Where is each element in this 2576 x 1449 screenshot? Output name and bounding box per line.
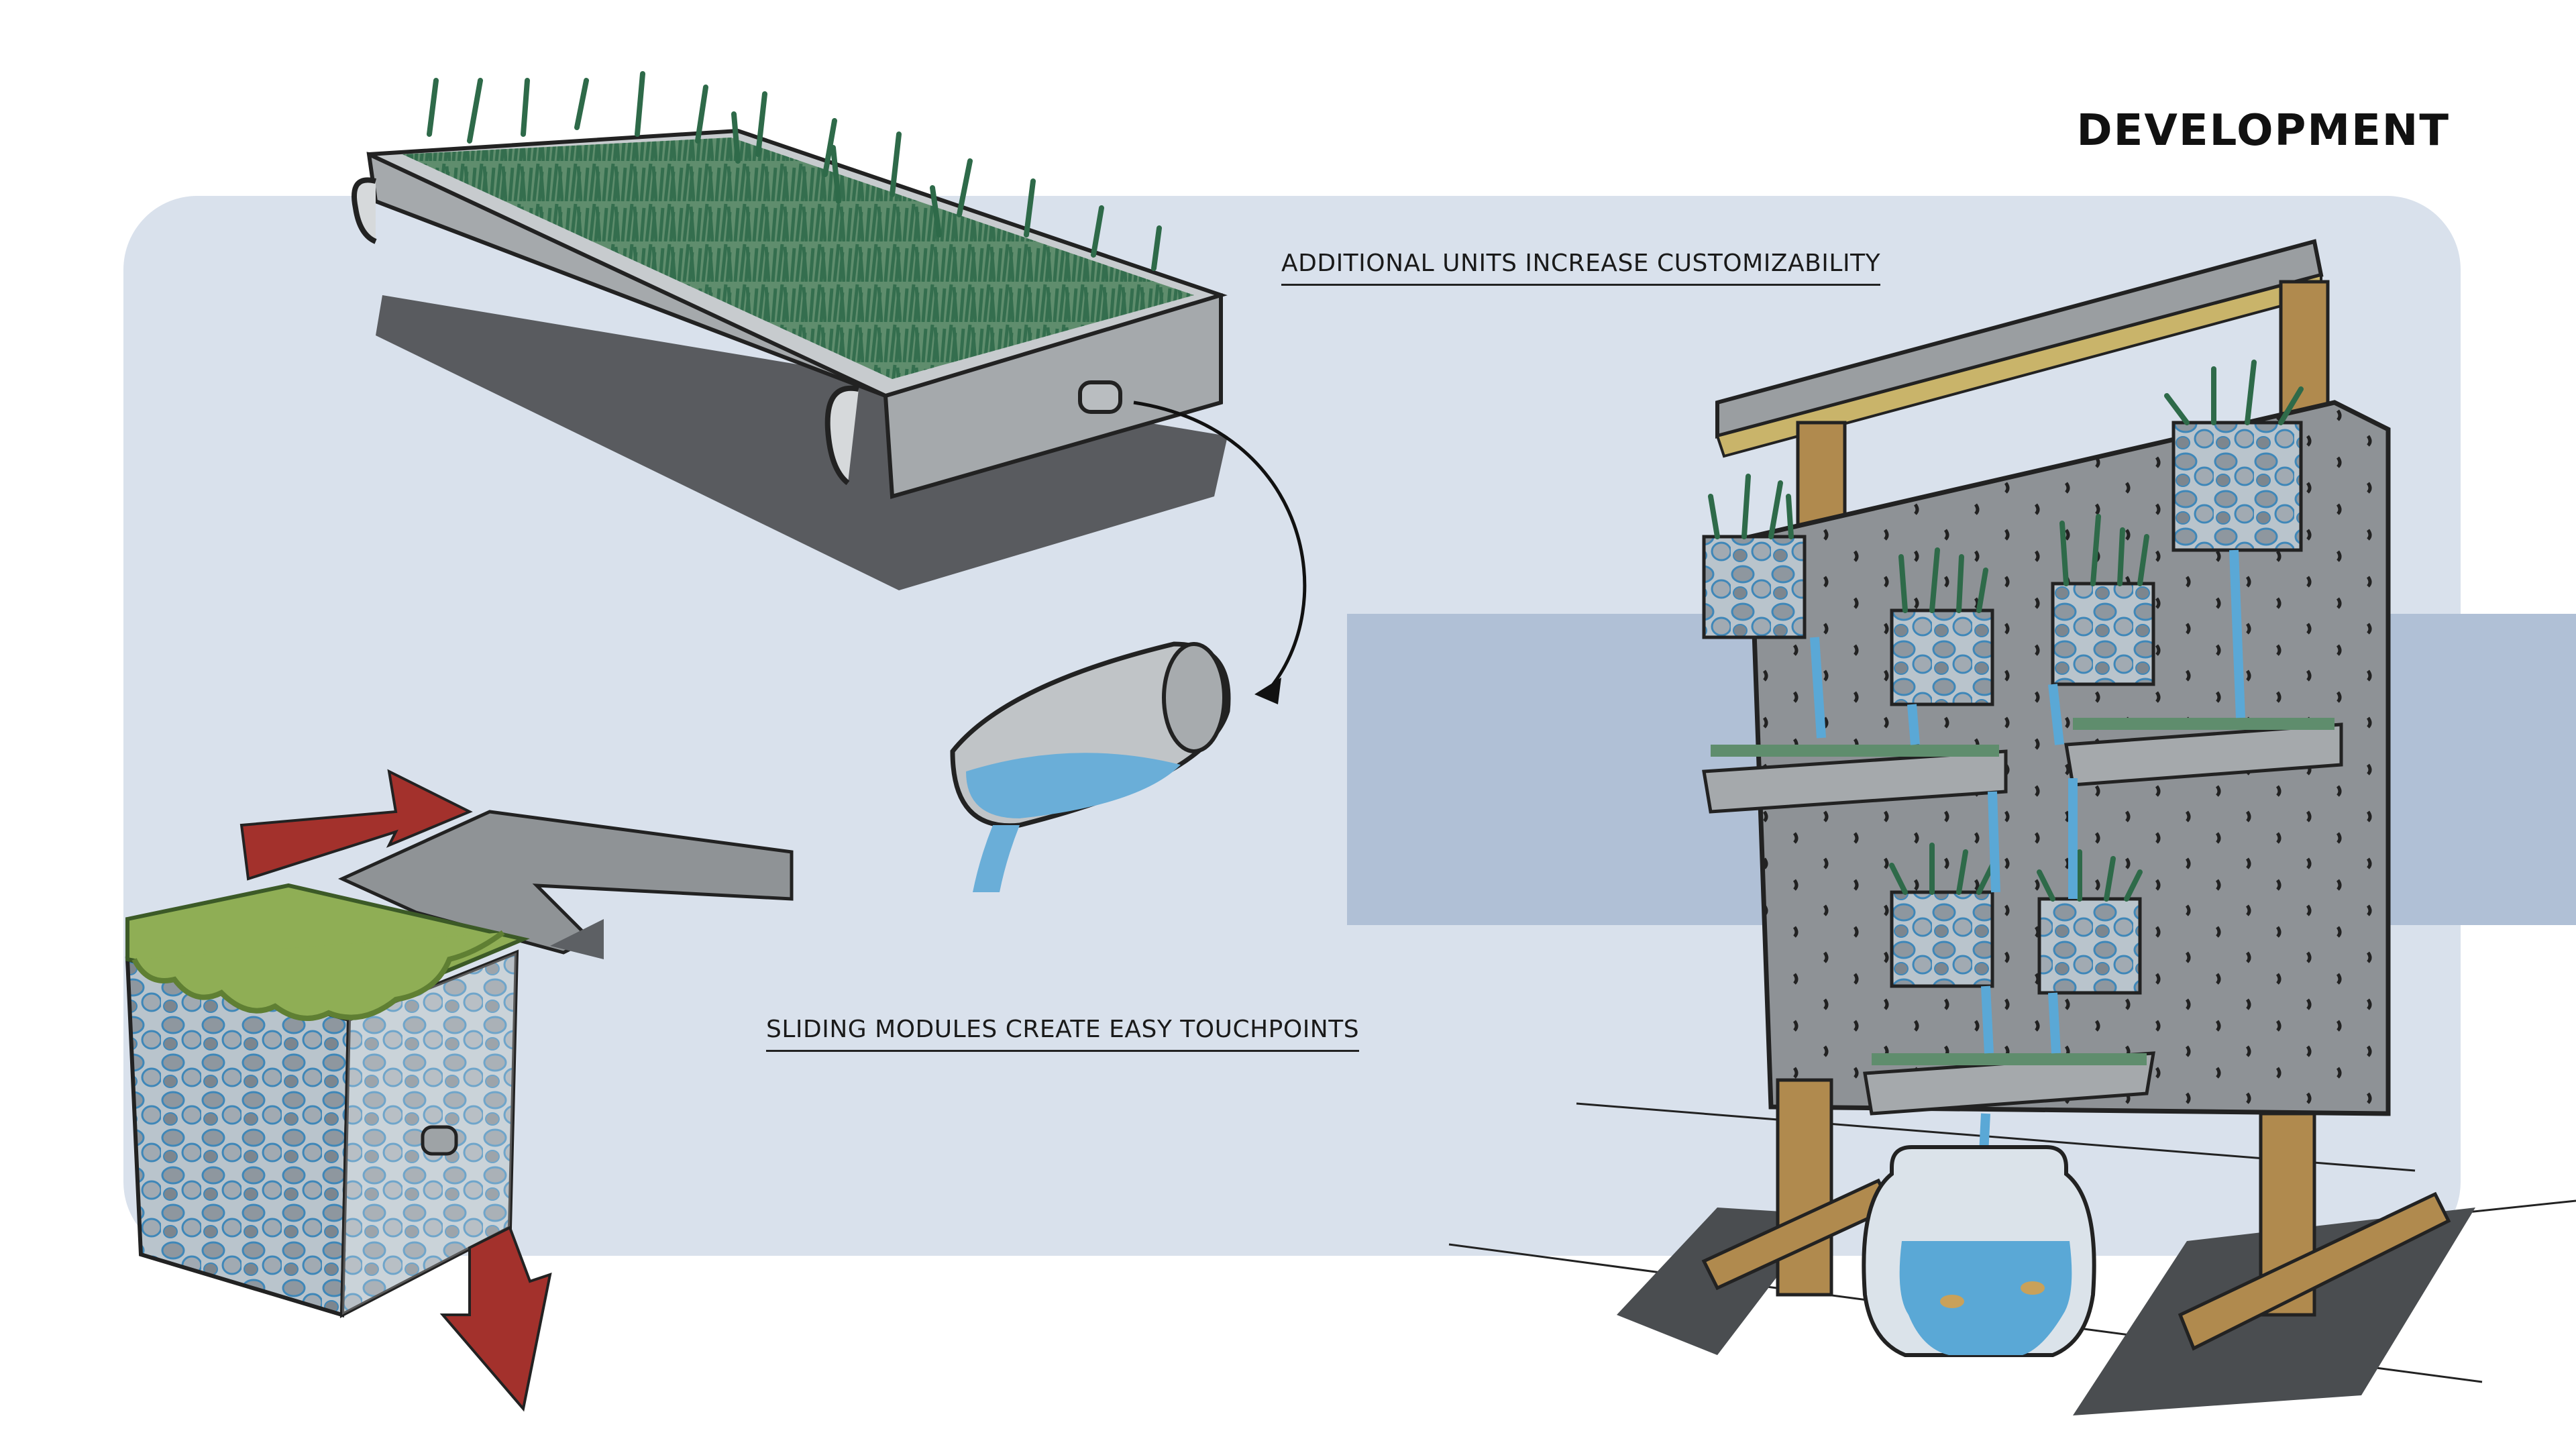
vertical-garden-wall-illustration [1448,239,2576,1415]
callout-sliding-modules: SLIDING MODULES CREATE EASY TOUCHPOINTS [766,1016,1360,1052]
valve-closeup-illustration [950,641,1231,892]
sliding-module-illustration [125,769,794,1412]
callout-additional-units: ADDITIONAL UNITS INCREASE CUSTOMIZABILIT… [1281,250,1881,286]
red-arrow-icon [239,769,473,881]
page-title: DEVELOPMENT [2076,106,2450,156]
grass-tray-illustration [352,71,1228,590]
red-arrow-icon [439,1226,552,1412]
curved-arrow-icon [1133,400,1307,692]
